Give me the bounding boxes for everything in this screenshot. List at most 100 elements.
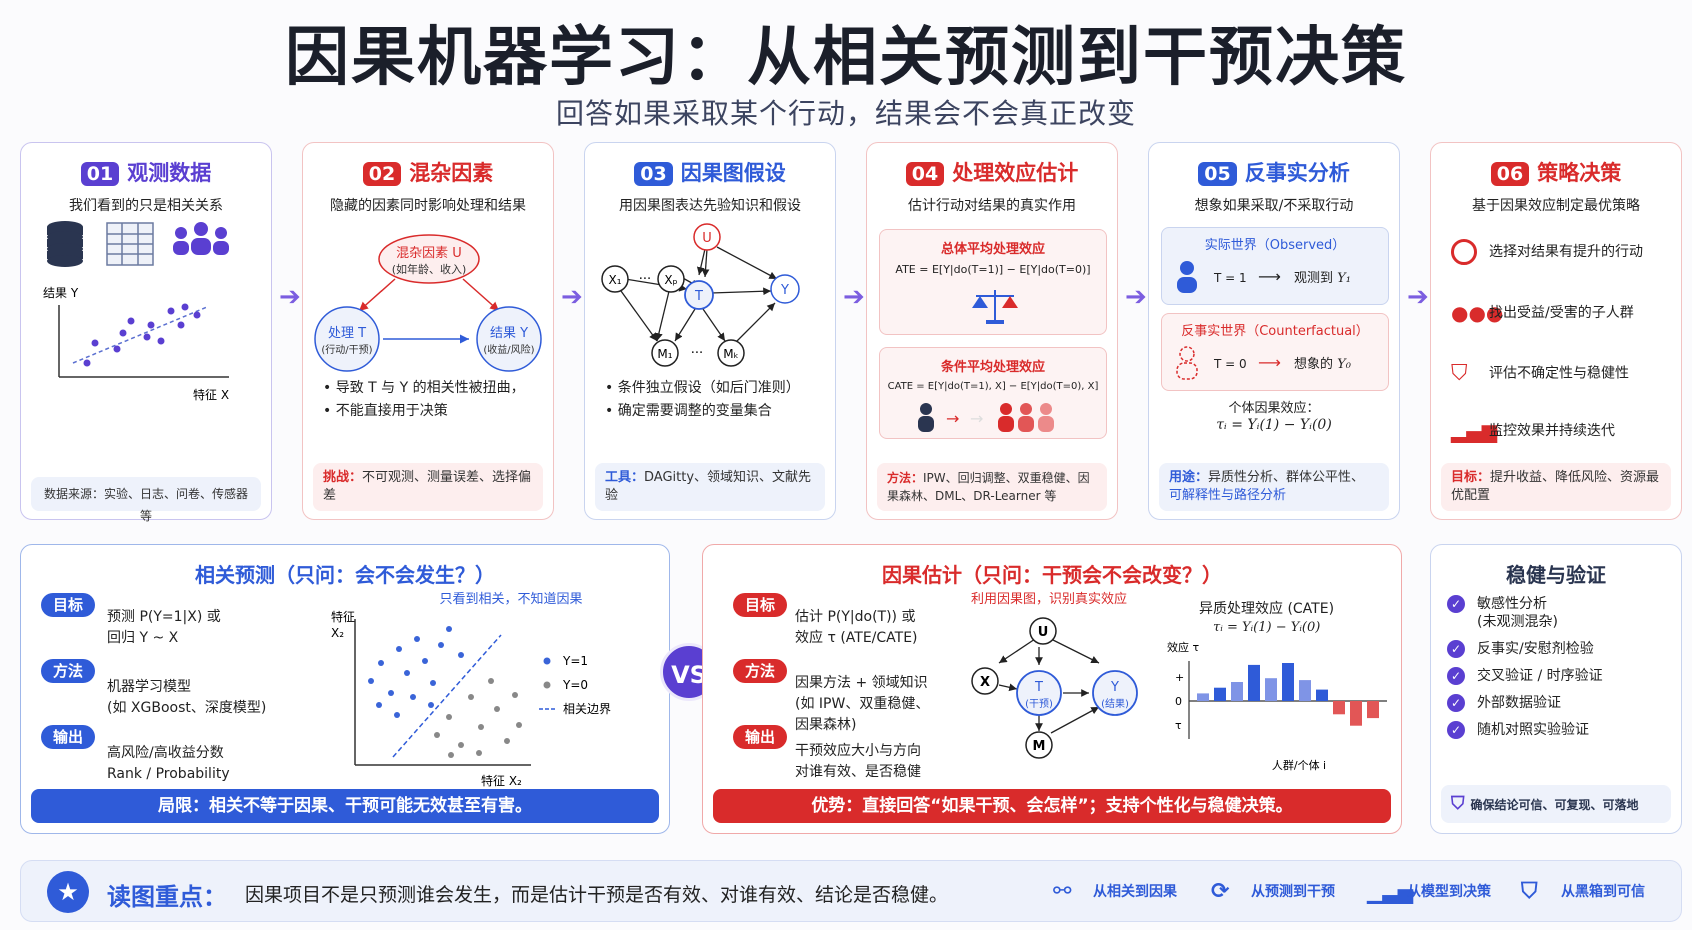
dag-diagram: U X₁ ··· Xₚ T Y M₁ ··· Mₖ <box>601 223 800 367</box>
svg-text:特征 X₂: 特征 X₂ <box>481 773 522 788</box>
check-icon: ✓ <box>1447 595 1465 613</box>
correlation-scatter: 只看到相关，不知道因果 特征 X₂ Y=1 Y=0 相关边界 特征 X₂ <box>331 591 611 788</box>
card-desc: 用因果图表达先验知识和假设 <box>619 198 801 214</box>
svg-text:···: ··· <box>691 346 703 361</box>
method-tag: 方法 <box>41 659 95 683</box>
card-number: 01 <box>80 162 120 186</box>
cate-bar <box>1299 680 1311 701</box>
card-number: 04 <box>905 162 945 186</box>
takeaway-text: 因果项目不是只预测谁会发生，而是估计干预是否有效、对谁有效、结论是否稳健。 <box>245 884 949 906</box>
card-title: 混杂因素 <box>409 161 494 185</box>
verify-item: ✓外部数据验证 <box>1447 694 1603 712</box>
table-icon <box>106 222 154 266</box>
cate-bar <box>1231 682 1243 701</box>
svg-text:Y=1: Y=1 <box>562 654 588 668</box>
bullet-item: • 条件独立假设（如后门准则） <box>605 380 800 396</box>
cate-bar <box>1248 664 1260 701</box>
flow-arrow-icon: ➔ <box>843 282 865 312</box>
bar-chart-icon: ▂▄▆ <box>1451 419 1498 443</box>
takeaway-item: ▁▃▅从模型到决策 <box>1367 877 1491 907</box>
svg-text:M₁: M₁ <box>657 347 672 361</box>
flow-arrow-icon: ➔ <box>279 282 301 312</box>
refresh-icon: ⟳ <box>1211 879 1230 904</box>
flow-arrow-icon: ➔ <box>1125 282 1147 312</box>
card-footer: 目标：提升收益、降低风险、资源最优配置 <box>1441 463 1671 511</box>
method-text: 机器学习模型(如 XGBoost、深度模型) <box>107 679 267 716</box>
svg-text:→: → <box>946 409 959 428</box>
x-axis-label: 人群/个体 i <box>1272 758 1326 772</box>
card-footer: 工具：DAGitty、领域知识、文献先验 <box>595 463 825 511</box>
goal-tag: 目标 <box>733 593 787 617</box>
database-icon <box>47 221 83 267</box>
svg-text:Xₚ: Xₚ <box>664 273 677 287</box>
svg-text:X₁: X₁ <box>608 273 621 287</box>
panel-title: 相关预测（只问：会不会发生？） <box>195 563 495 587</box>
robustness-panel: 稳健与验证 ✓敏感性分析 (未观测混杂) ✓反事实/安慰剂检验 ✓交叉验证 / … <box>1430 544 1682 834</box>
flow-arrow-icon: ➔ <box>1407 282 1429 312</box>
goal-tag: 目标 <box>41 593 95 617</box>
x-axis-label: 特征 X <box>193 387 229 402</box>
shield-check-icon: ⛉ <box>1451 361 1468 386</box>
counterfactual-world-box: 反事实世界（Counterfactual） T = 0 ⟶ 想象的 Y₀ <box>1161 313 1389 391</box>
cate-bar <box>1367 701 1379 719</box>
panel-title: 稳健与验证 <box>1506 563 1606 587</box>
bullet-item: • 确定需要调整的变量集合 <box>605 403 772 419</box>
observed-data-illustration: 结果 Y 特征 X <box>43 221 229 402</box>
network-icon: ⚯ <box>1053 879 1072 904</box>
card-footer: 数据来源：实验、日志、问卷、传感器等 <box>31 477 261 523</box>
card-bullets: • 条件独立假设（如后门准则） • 确定需要调整的变量集合 <box>605 377 800 423</box>
check-icon: ✓ <box>1447 694 1465 712</box>
card-title: 反事实分析 <box>1244 161 1350 185</box>
svg-text:U: U <box>702 231 712 246</box>
card-bullets: • 导致 T 与 Y 的相关性被扭曲， • 不能直接用于决策 <box>323 377 525 423</box>
takeaway-item: ⚯从相关到因果 <box>1053 877 1177 907</box>
shield-icon: ⛉ <box>1521 879 1538 904</box>
ite-formula: τᵢ = Yᵢ(1) − Yᵢ(0) <box>1216 417 1332 433</box>
y-axis-label: 结果 Y <box>43 286 79 300</box>
effect-axis-label: 效应 τ <box>1167 641 1199 654</box>
card-desc: 隐藏的因素同时影响处理和结果 <box>330 198 526 214</box>
svg-text:0: 0 <box>1175 695 1182 708</box>
card-desc: 基于因果效应制定最优策略 <box>1472 198 1640 214</box>
method-tag: 方法 <box>733 659 787 683</box>
svg-text:(干预): (干预) <box>1025 698 1053 710</box>
star-icon: ★ <box>47 871 89 913</box>
bullet-item: • 不能直接用于决策 <box>323 403 448 419</box>
observed-world-box: 实际世界（Observed） T = 1 ⟶ 观测到 Y₁ <box>1161 227 1389 305</box>
outcome-label: 结果 Y <box>490 326 528 341</box>
svg-text:X₂: X₂ <box>331 626 344 640</box>
policy-item: ▂▄▆监控效果并持续迭代 <box>1451 419 1615 443</box>
output-tag: 输出 <box>733 725 787 749</box>
takeaway-key: 读图重点： <box>107 883 227 911</box>
card-desc: 我们看到的只是相关关系 <box>69 198 223 214</box>
advantage-bar: 优势：直接回答“如果干预、会怎样”；支持个性化与稳健决策。 <box>713 789 1391 823</box>
card-title: 观测数据 <box>127 161 212 185</box>
card-number: 06 <box>1490 162 1530 186</box>
svg-text:Y: Y <box>1110 680 1119 695</box>
output-text: 干预效应大小与方向对谁有效、是否稳健 <box>795 743 921 780</box>
card-desc: 估计行动对结果的真实作用 <box>908 198 1076 214</box>
output-tag: 输出 <box>41 725 95 749</box>
ate-box: 总体平均处理效应 ATE = E[Y|do(T=1)] − E[Y|do(T=0… <box>879 229 1107 335</box>
cate-box: 条件平均处理效应 CATE = E[Y|do(T=1), X] − E[Y|do… <box>879 347 1107 439</box>
svg-text:特征: 特征 <box>331 609 355 624</box>
svg-text:Y=0: Y=0 <box>562 678 588 692</box>
confounder-sub: (如年龄、收入) <box>392 262 467 276</box>
svg-text:T: T <box>1034 680 1043 695</box>
check-icon: ✓ <box>1447 721 1465 739</box>
card-title: 因果图假设 <box>680 161 786 185</box>
card-title: 处理效应估计 <box>952 161 1079 185</box>
confounder-label: 混杂因素 U <box>396 246 462 261</box>
svg-text:利用因果图，识别真实效应: 利用因果图，识别真实效应 <box>971 591 1127 607</box>
verify-footer: ⛉确保结论可信、可复现、可落地 <box>1441 785 1671 823</box>
takeaway-item: ⛉从黑箱到可信 <box>1521 877 1645 907</box>
cate-bar <box>1350 701 1362 726</box>
bullet-item: • 导致 T 与 Y 的相关性被扭曲， <box>323 380 525 396</box>
key-takeaway-bar: ★ 读图重点： 因果项目不是只预测谁会发生，而是估计干预是否有效、对谁有效、结论… <box>20 860 1682 922</box>
